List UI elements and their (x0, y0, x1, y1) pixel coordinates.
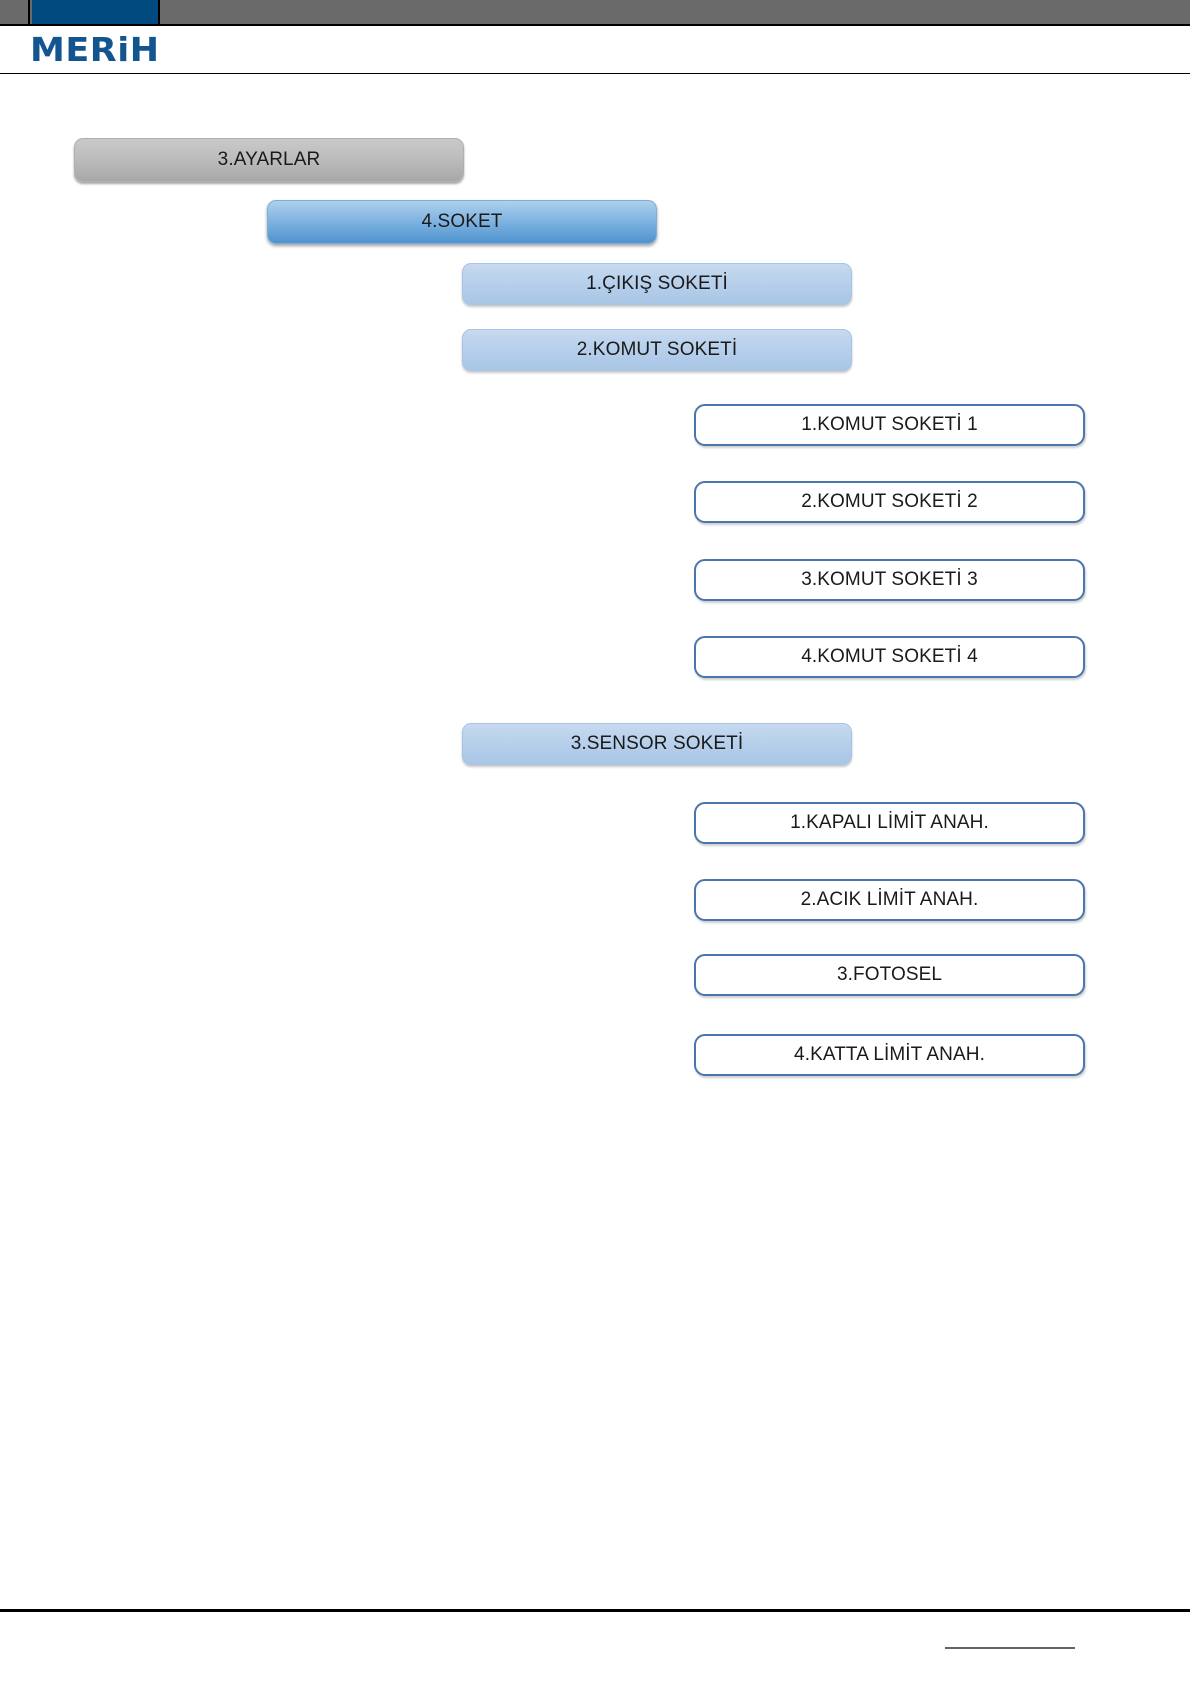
header-band-accent-block (32, 0, 160, 24)
menu-tree-diagram: 3.AYARLAR 4.SOKET 1.ÇIKIŞ SOKETİ 2.KOMUT… (0, 74, 1190, 1609)
menu-button-komut-soketi-2[interactable]: 2.KOMUT SOKETİ 2 (694, 481, 1085, 523)
menu-button-label: 4.KATTA LİMİT ANAH. (794, 1044, 985, 1065)
header-band-left-block (0, 0, 30, 24)
menu-button-label: 1.KAPALI LİMİT ANAH. (790, 812, 989, 833)
menu-button-label: 4.KOMUT SOKETİ 4 (801, 646, 978, 667)
footer-divider (0, 1609, 1190, 1612)
menu-button-label: 3.AYARLAR (217, 149, 321, 170)
menu-button-label: 3.KOMUT SOKETİ 3 (801, 569, 978, 590)
merih-logo: MERiH (30, 30, 160, 69)
menu-button-katta-limit-anahtari[interactable]: 4.KATTA LİMİT ANAH. (694, 1034, 1085, 1076)
menu-button-cikis-soketi[interactable]: 1.ÇIKIŞ SOKETİ (462, 263, 852, 305)
menu-button-label: 1.KOMUT SOKETİ 1 (801, 414, 978, 435)
header-band (0, 0, 1190, 26)
menu-button-label: 2.KOMUT SOKETİ 2 (801, 491, 978, 512)
menu-button-label: 3.FOTOSEL (836, 964, 943, 985)
menu-button-komut-soketi-3[interactable]: 3.KOMUT SOKETİ 3 (694, 559, 1085, 601)
menu-button-kapali-limit-anahtari[interactable]: 1.KAPALI LİMİT ANAH. (694, 802, 1085, 844)
menu-button-acik-limit-anahtari[interactable]: 2.ACIK LİMİT ANAH. (694, 879, 1085, 921)
logo-zone: MERiH (0, 26, 1190, 74)
menu-button-soket[interactable]: 4.SOKET (267, 200, 657, 244)
menu-button-label: 2.KOMUT SOKETİ (576, 339, 738, 360)
menu-button-label: 1.ÇIKIŞ SOKETİ (586, 273, 728, 294)
menu-button-fotosel[interactable]: 3.FOTOSEL (694, 954, 1085, 996)
menu-button-komut-soketi-4[interactable]: 4.KOMUT SOKETİ 4 (694, 636, 1085, 678)
menu-button-label: 4.SOKET (421, 211, 503, 232)
menu-button-komut-soketi-1[interactable]: 1.KOMUT SOKETİ 1 (694, 404, 1085, 446)
menu-button-label: 2.ACIK LİMİT ANAH. (800, 889, 979, 910)
footer-signature-line (945, 1647, 1075, 1649)
menu-button-ayarlar[interactable]: 3.AYARLAR (74, 138, 464, 182)
menu-button-sensor-soketi[interactable]: 3.SENSOR SOKETİ (462, 723, 852, 765)
menu-button-label: 3.SENSOR SOKETİ (570, 733, 744, 754)
menu-button-komut-soketi[interactable]: 2.KOMUT SOKETİ (462, 329, 852, 371)
